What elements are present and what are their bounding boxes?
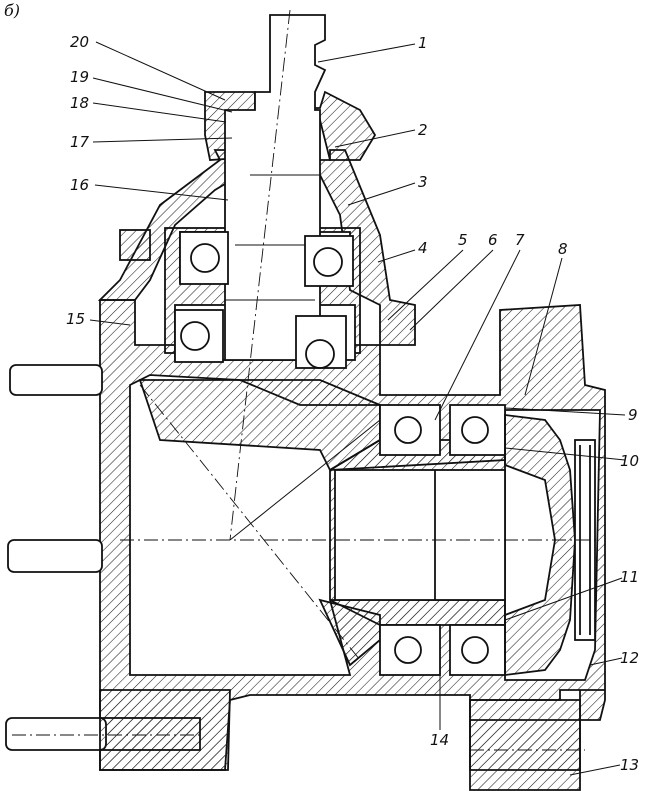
callout-15: 15	[66, 310, 85, 328]
callout-16: 16	[70, 176, 89, 194]
upper-bearings	[174, 231, 354, 369]
callout-20: 20	[70, 33, 89, 51]
callout-19: 19	[70, 68, 89, 86]
callout-7: 7	[515, 231, 525, 249]
pinion-shaft	[224, 14, 327, 361]
callout-18: 18	[70, 94, 89, 112]
callout-12: 12	[620, 649, 639, 667]
studs	[5, 364, 201, 751]
callout-1: 1	[418, 34, 428, 52]
callout-2: 2	[418, 121, 428, 139]
callout-13: 13	[620, 756, 639, 774]
lower-bearings	[379, 404, 506, 676]
callout-4: 4	[418, 239, 428, 257]
callout-5: 5	[458, 231, 468, 249]
leader-lines	[89, 41, 626, 776]
callout-labels: 1 2 3 4 5 6 7 8 9 10 11 12 13 14 15 16 1…	[66, 33, 639, 774]
bevel-gear	[138, 379, 506, 667]
callout-10: 10	[620, 452, 639, 470]
callout-17: 17	[70, 133, 90, 151]
callout-9: 9	[628, 406, 638, 424]
callout-3: 3	[418, 173, 428, 191]
callout-14: 14	[430, 731, 449, 749]
callout-11: 11	[620, 568, 639, 586]
center-lines	[12, 9, 600, 751]
figure-label: б)	[4, 1, 20, 20]
callout-8: 8	[558, 240, 568, 258]
callout-6: 6	[488, 231, 498, 249]
